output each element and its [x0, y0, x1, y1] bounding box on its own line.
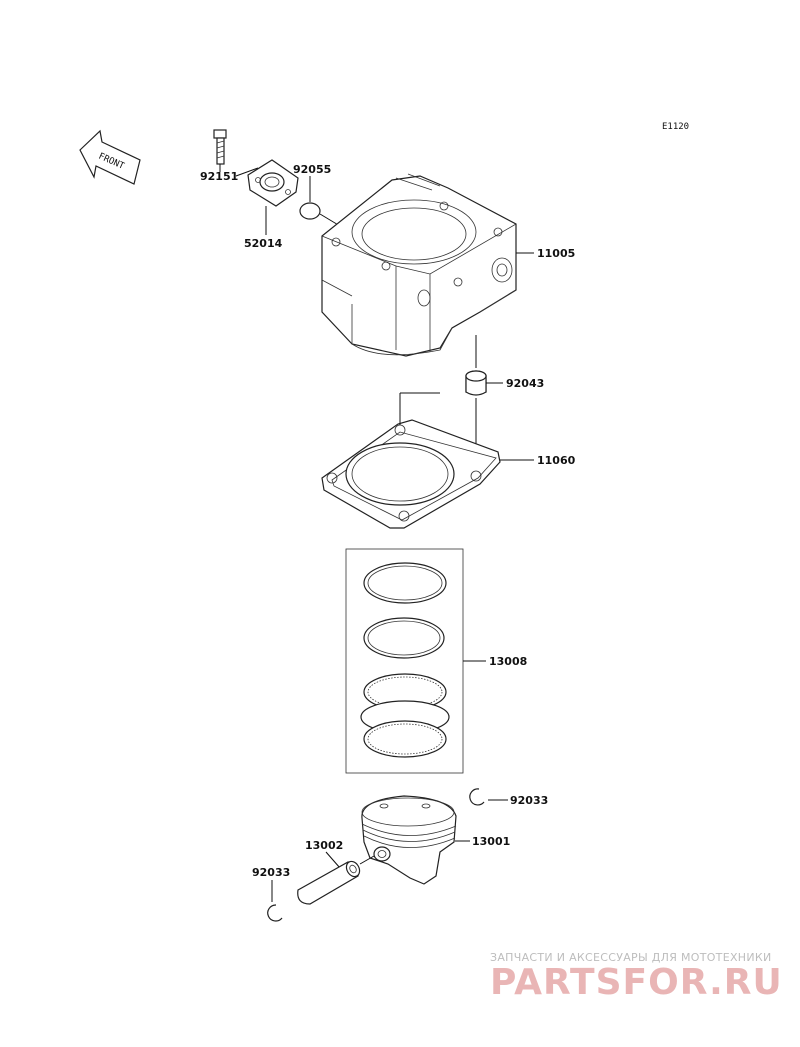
part-label-92151: 92151: [200, 170, 238, 183]
piston-pin-13002: [297, 860, 361, 905]
piston-rings-13008: [345, 548, 464, 774]
bolt-92151: [213, 129, 227, 165]
gasket-11060: [321, 419, 501, 529]
piston-13001: [361, 795, 457, 885]
circlip-left-92033: [267, 904, 283, 922]
part-label-13002: 13002: [305, 839, 343, 852]
part-label-11060: 11060: [537, 454, 576, 467]
part-label-92055: 92055: [293, 163, 331, 176]
oring-92055: [299, 202, 321, 220]
part-label-92033-left: 92033: [252, 866, 290, 879]
watermark-tagline: ЗАПЧАСТИ И АКСЕССУАРЫ ДЛЯ МОТОТЕХНИКИ: [490, 951, 772, 964]
watermark-logo: PARTSFOR.RU: [490, 962, 783, 1003]
part-label-92033-right: 92033: [510, 794, 548, 807]
part-label-13008: 13008: [489, 655, 527, 668]
part-label-52014: 52014: [244, 237, 283, 250]
circlip-right-92033: [469, 788, 485, 806]
dowel-pin-92043: [465, 370, 487, 396]
cylinder-11005: [321, 173, 517, 357]
part-label-13001: 13001: [472, 835, 510, 848]
part-label-92043: 92043: [506, 377, 544, 390]
front-arrow-icon: FRONT: [79, 129, 141, 185]
water-fitting-52014: [247, 159, 299, 207]
diagram-code: E1120: [662, 122, 689, 132]
part-label-11005: 11005: [537, 247, 575, 260]
